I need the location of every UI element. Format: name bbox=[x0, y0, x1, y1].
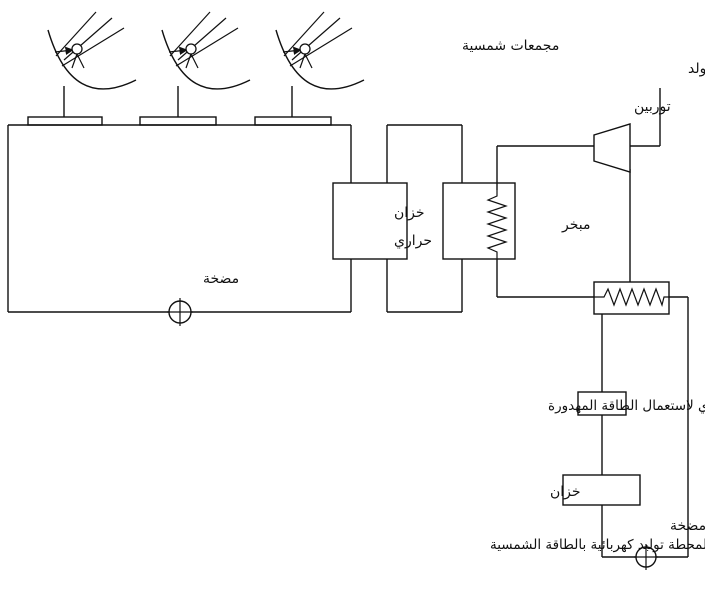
evaporator-label: مبخر bbox=[561, 217, 591, 233]
heat-exchanger-coil bbox=[594, 287, 669, 308]
pump-primary-label: مضخة bbox=[203, 271, 239, 287]
storage-tank bbox=[562, 474, 641, 506]
thermal-tank bbox=[332, 182, 408, 260]
thermal-tank-label-2: حراري bbox=[394, 233, 432, 249]
waste-heat-exchanger-label: مبادل حراري لاستعمال الطاقة المهدورة bbox=[548, 398, 705, 414]
waste-heat-exchanger bbox=[577, 391, 627, 416]
solar-collector-3 bbox=[254, 11, 365, 126]
evaporator bbox=[442, 182, 516, 260]
turbine-label: توربين bbox=[634, 99, 671, 115]
generator-label: مولد bbox=[688, 61, 705, 77]
pump-secondary-label: مضخة bbox=[670, 518, 705, 534]
solar-collector-1 bbox=[27, 11, 137, 126]
primary-loop bbox=[7, 124, 352, 313]
pump-primary bbox=[167, 298, 193, 326]
pump-secondary bbox=[634, 544, 658, 570]
storage-tank-label: خزان bbox=[550, 484, 581, 500]
solar-collector-2 bbox=[139, 11, 251, 126]
thermal-tank-label-1: خزان bbox=[394, 205, 425, 221]
solar-collectors-label: مجمعات شمسية bbox=[462, 38, 559, 54]
tank-evaporator-loop bbox=[386, 124, 463, 313]
evaporator-coil bbox=[486, 190, 508, 259]
steam-loop bbox=[496, 88, 661, 298]
heat-exchanger-coil-box bbox=[593, 281, 670, 315]
figure-caption: شكل(15): مخطط هيكلي لمحطة توليد كهربائية… bbox=[490, 537, 705, 553]
turbine bbox=[593, 123, 631, 173]
